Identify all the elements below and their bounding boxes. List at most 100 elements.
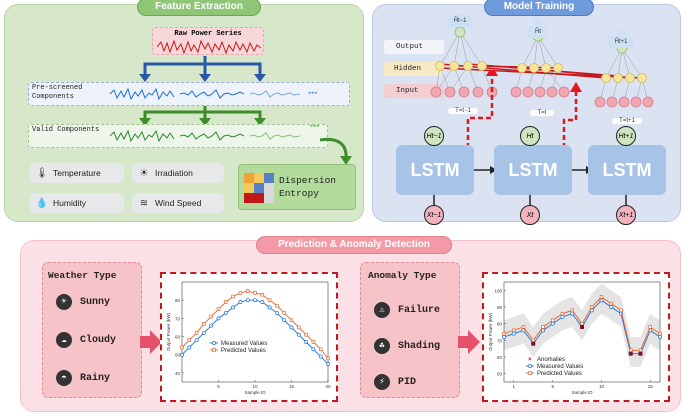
- series-2-point: [209, 314, 213, 319]
- failure-icon: ⚠: [374, 302, 390, 318]
- valid-arrows: [139, 106, 266, 126]
- anomaly-point: [638, 351, 643, 356]
- lstm-cell-2: LSTM: [494, 145, 572, 195]
- weather-cloudy: ☁ Cloudy: [48, 327, 134, 353]
- series-1-point: [326, 361, 330, 366]
- y-axis-label: Output Power (kW): [166, 312, 171, 351]
- series-2-point: [512, 328, 516, 333]
- series-2-point: [253, 291, 257, 295]
- x-axis-label: Sample ID: [244, 390, 266, 395]
- weather-rainy: ☂ Rainy: [48, 365, 134, 391]
- x-node-3: Xt+1: [616, 205, 636, 225]
- series-2-point: [231, 294, 235, 299]
- h-node-2: Ht: [520, 126, 540, 146]
- output-layer-label: Output: [396, 43, 424, 51]
- valid-dots: •••: [310, 121, 320, 131]
- series-2-point: [202, 322, 206, 326]
- rain-cloud-icon: ☂: [56, 370, 72, 386]
- model-training-title: Model Training: [484, 0, 594, 16]
- y-tick-label: 50: [497, 372, 503, 377]
- series-2-point: [658, 331, 662, 336]
- series-2-point: [502, 331, 506, 336]
- hhat-label-2: Ĥt: [528, 26, 548, 38]
- feature-wind-speed: ≋ Wind Speed: [132, 193, 224, 213]
- y-tick-label: 60: [175, 335, 181, 340]
- series-1-point: [245, 298, 250, 303]
- series-1-point: [511, 331, 516, 336]
- lstm-cell-1: LSTM: [396, 145, 474, 195]
- dispersion-entropy-label: Dispersion Entropy: [279, 175, 337, 199]
- x-tick-label: 10: [252, 384, 258, 389]
- series-1-point: [223, 310, 228, 315]
- valid-row: [28, 124, 328, 148]
- anomaly-failure-label: Failure: [398, 304, 441, 316]
- x-tick-label: 5: [551, 384, 554, 389]
- feature-extraction-title: Feature Extraction: [137, 0, 261, 16]
- hidden-layer-label: Hidden: [394, 65, 422, 73]
- series-2-point: [187, 338, 192, 342]
- weather-sunny: ☀ Sunny: [48, 289, 134, 315]
- curved-arrow-to-entropy: [319, 137, 352, 165]
- series-1-point: [658, 335, 662, 339]
- series-2-point: [216, 307, 221, 312]
- series-2-point: [550, 318, 555, 323]
- dispersion-entropy-box: Dispersion Entropy: [238, 164, 356, 210]
- lstm-cell-3: LSTM: [588, 145, 666, 195]
- battery-icon: ⚡: [374, 374, 390, 390]
- series-2-point: [282, 311, 286, 315]
- series-2-point: [245, 289, 250, 293]
- hhat-label-1: Ĥt−1: [448, 15, 472, 27]
- y-tick-label: 40: [175, 371, 181, 376]
- pink-arrows: [140, 330, 480, 354]
- hidden-layer-band: [384, 62, 444, 76]
- anomaly-point: [531, 341, 536, 346]
- raw-series-waveform: [157, 40, 261, 54]
- x-tick-label: 15: [289, 384, 295, 389]
- raw-series-box: Raw Power Series: [152, 27, 264, 55]
- grass-icon: ☘: [374, 338, 390, 354]
- thermometer-icon: 🌡: [35, 167, 49, 179]
- legend-label-1: Measured Values: [221, 341, 267, 347]
- feature-temperature: 🌡 Temperature: [30, 163, 124, 183]
- series-1-point: [194, 338, 199, 343]
- time-label-3: T=t+1: [612, 118, 642, 124]
- series-2-point: [521, 325, 526, 329]
- series-2-point: [570, 308, 574, 313]
- series-2-point: [648, 325, 653, 329]
- series-2-point: [311, 340, 316, 344]
- feature-humidity: 💧 Humidity: [30, 193, 124, 213]
- series-2-point: [275, 303, 279, 308]
- time-label-2: T=t: [530, 110, 554, 116]
- time-label-1: T=t−1: [448, 108, 478, 114]
- anomaly-type-heading: Anomaly Type: [368, 270, 437, 281]
- series-2-point: [289, 318, 294, 322]
- legend-marker-2: [528, 371, 532, 375]
- series-1-point: [209, 323, 214, 328]
- series-2-point: [560, 311, 565, 316]
- series-1-point: [560, 315, 565, 319]
- series-1-point: [502, 335, 506, 339]
- y-tick-label: 50: [175, 353, 181, 358]
- feature-humidity-label: Humidity: [53, 198, 87, 208]
- x-axis-label: Sample ID: [571, 390, 593, 395]
- series-1-point: [282, 318, 287, 323]
- series-2-point: [541, 325, 545, 329]
- series-1-point: [253, 298, 257, 303]
- anomaly-shading-label: Shading: [398, 340, 441, 352]
- prescreened-dots: •••: [308, 88, 318, 98]
- y-axis-label: Output Power (kW): [488, 312, 493, 351]
- weather-type-heading: Weather Type: [48, 270, 117, 281]
- series-2-point: [599, 295, 604, 299]
- series-2-point: [580, 321, 584, 326]
- series-2-point: [267, 298, 272, 302]
- input-layer-label: Input: [396, 87, 419, 95]
- series-2-point: [638, 348, 643, 353]
- hhat-label-3: Ĥt+1: [608, 36, 634, 48]
- feature-irradiation: ☀ Irradiation: [132, 163, 224, 183]
- y-tick-label: 70: [497, 338, 503, 343]
- series-1-point: [180, 352, 184, 357]
- series-1-point: [274, 310, 279, 315]
- legend-anomaly-marker: ×: [528, 357, 532, 363]
- series-2-point: [304, 332, 308, 337]
